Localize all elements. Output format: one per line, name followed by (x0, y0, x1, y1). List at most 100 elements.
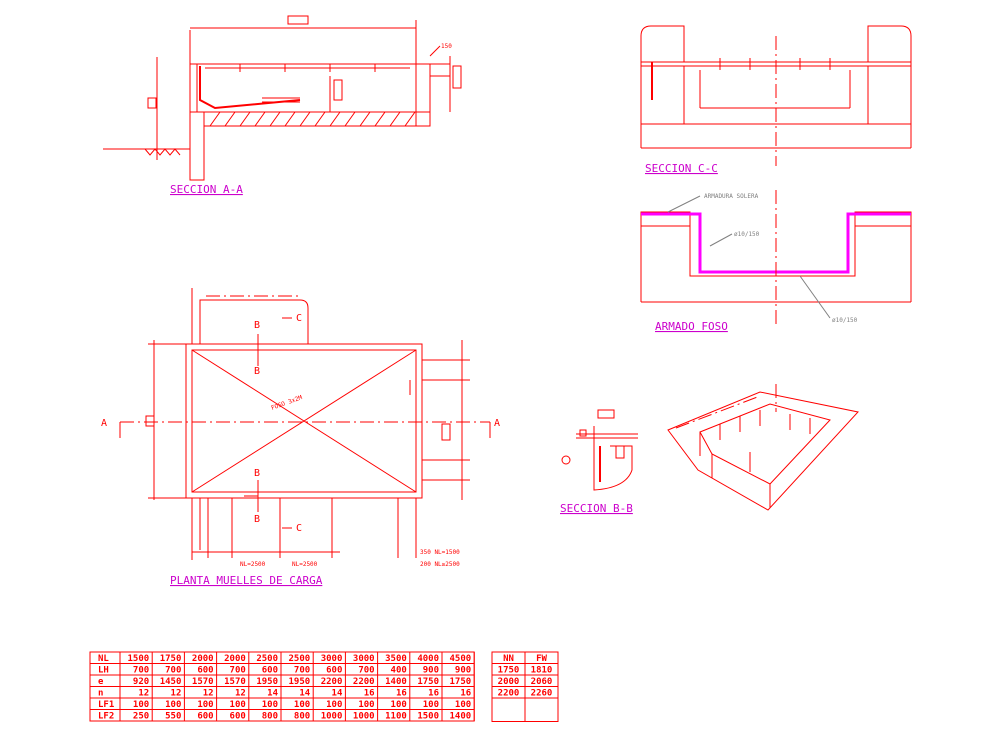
table-cell: 4500 (450, 654, 472, 664)
table-cell: 700 (294, 666, 310, 676)
table-cell: 12 (138, 689, 149, 699)
table-cell: 2000 (192, 654, 214, 664)
table-cell: 1000 (353, 712, 375, 722)
table-cell: 1570 (224, 677, 246, 687)
plan-note-2: 200 NL≥2500 (420, 561, 460, 568)
table2-cell: 2200 (498, 689, 520, 699)
table-row-label: e (98, 677, 104, 687)
table-cell: 16 (396, 689, 407, 699)
table-cell: 14 (332, 689, 343, 699)
table-cell: 1950 (289, 677, 311, 687)
table-cell: 600 (326, 666, 342, 676)
table-cell: 800 (262, 712, 278, 722)
table-cell: 1400 (385, 677, 407, 687)
table-cell: 1500 (417, 712, 439, 722)
table-cell: 100 (391, 700, 407, 710)
table-row-label: LH (98, 666, 109, 676)
table-cell: 1750 (417, 677, 439, 687)
armadura-solera-note: ARMADURA SOLERA (704, 193, 759, 200)
table-row-label: LF1 (98, 700, 114, 710)
table-cell: 550 (165, 712, 181, 722)
table2-cell: 2000 (498, 677, 520, 687)
table-cell: 12 (171, 689, 182, 699)
isometric-view (667, 384, 859, 511)
table2-cell: 1810 (531, 666, 553, 676)
plan-note-1: 350 NL=1500 (420, 549, 460, 556)
table-cell: 1000 (321, 712, 343, 722)
table-cell: 700 (230, 666, 246, 676)
table-cell: 920 (133, 677, 149, 687)
section-aa-title: SECCION A-A (170, 183, 243, 196)
planta-title: PLANTA MUELLES DE CARGA (170, 574, 323, 587)
table-cell: 14 (299, 689, 310, 699)
table-cell: 3000 (321, 654, 343, 664)
table-cell: 100 (262, 700, 278, 710)
table-cell: 3500 (385, 654, 407, 664)
table-cell: 4000 (417, 654, 439, 664)
table-row-label: n (98, 689, 103, 699)
table-cell: 900 (423, 666, 439, 676)
table-cell: 100 (294, 700, 310, 710)
table-row-label: NL (98, 654, 109, 664)
table-cell: 3000 (353, 654, 375, 664)
armado-foso-title: ARMADO FOSO (655, 320, 728, 333)
table-cell: 1400 (450, 712, 472, 722)
section-bb: SECCION B-B (560, 409, 638, 515)
table-cell: 100 (326, 700, 342, 710)
table-cell: 16 (428, 689, 439, 699)
marker-b-bot-2: B (254, 514, 260, 525)
table2-cell: 2060 (531, 677, 553, 687)
table2-header: FW (536, 654, 547, 664)
foso-label: FOSO 3x2M (270, 394, 303, 412)
table-cell: 100 (358, 700, 374, 710)
table-cell: 1750 (160, 654, 182, 664)
section-cc: SECCION C-C (640, 25, 912, 175)
table-cell: 16 (364, 689, 375, 699)
section-cc-title: SECCION C-C (645, 162, 718, 175)
marker-c-bot: C (296, 523, 302, 534)
table-cell: 100 (165, 700, 181, 710)
table-cell: 600 (197, 666, 213, 676)
section-bb-title: SECCION B-B (560, 502, 633, 515)
marker-a-left: A (101, 418, 107, 429)
rebar-note-1: ø10/150 (734, 231, 760, 238)
table-cell: 2500 (256, 654, 278, 664)
marker-b-bot-1: B (254, 468, 260, 479)
table-cell: 250 (133, 712, 149, 722)
svg-text:150: 150 (441, 43, 452, 50)
table2-cell: 1750 (498, 666, 520, 676)
table-cell: 600 (197, 712, 213, 722)
table-cell: 100 (455, 700, 471, 710)
table-row-label: LF2 (98, 712, 114, 722)
table-cell: 1750 (450, 677, 472, 687)
table-cell: 100 (197, 700, 213, 710)
table2-header: NN (503, 654, 514, 664)
table-cell: 600 (230, 712, 246, 722)
table-cell: 100 (133, 700, 149, 710)
table-cell: 2200 (321, 677, 343, 687)
table-cell: 100 (230, 700, 246, 710)
table-cell: 16 (460, 689, 471, 699)
table-cell: 800 (294, 712, 310, 722)
dim-nl-1: NL=2500 (240, 561, 266, 568)
armado-foso: ARMADURA SOLERA ø10/150 ø10/150 ARMADO F… (640, 190, 912, 333)
table-cell: 700 (165, 666, 181, 676)
table2-cell: 2260 (531, 689, 553, 699)
table-cell: 700 (358, 666, 374, 676)
table-cell: 1100 (385, 712, 407, 722)
table-cell: 700 (133, 666, 149, 676)
table-cell: 14 (267, 689, 278, 699)
marker-a-right: A (494, 418, 500, 429)
nn-fw-table: NN FW 1750 1810 2000 2060 2200 2260 (491, 651, 559, 722)
section-aa: 150 SECCION A-A (103, 15, 462, 196)
table-cell: 2200 (353, 677, 375, 687)
table-cell: 12 (235, 689, 246, 699)
planta-muelles: FOSO 3x2M A A B B C B B C (101, 288, 500, 587)
table-cell: 2500 (289, 654, 311, 664)
table-cell: 1950 (256, 677, 278, 687)
table-cell: 1450 (160, 677, 182, 687)
table-cell: 100 (423, 700, 439, 710)
marker-b-top-1: B (254, 320, 260, 331)
table-cell: 900 (455, 666, 471, 676)
